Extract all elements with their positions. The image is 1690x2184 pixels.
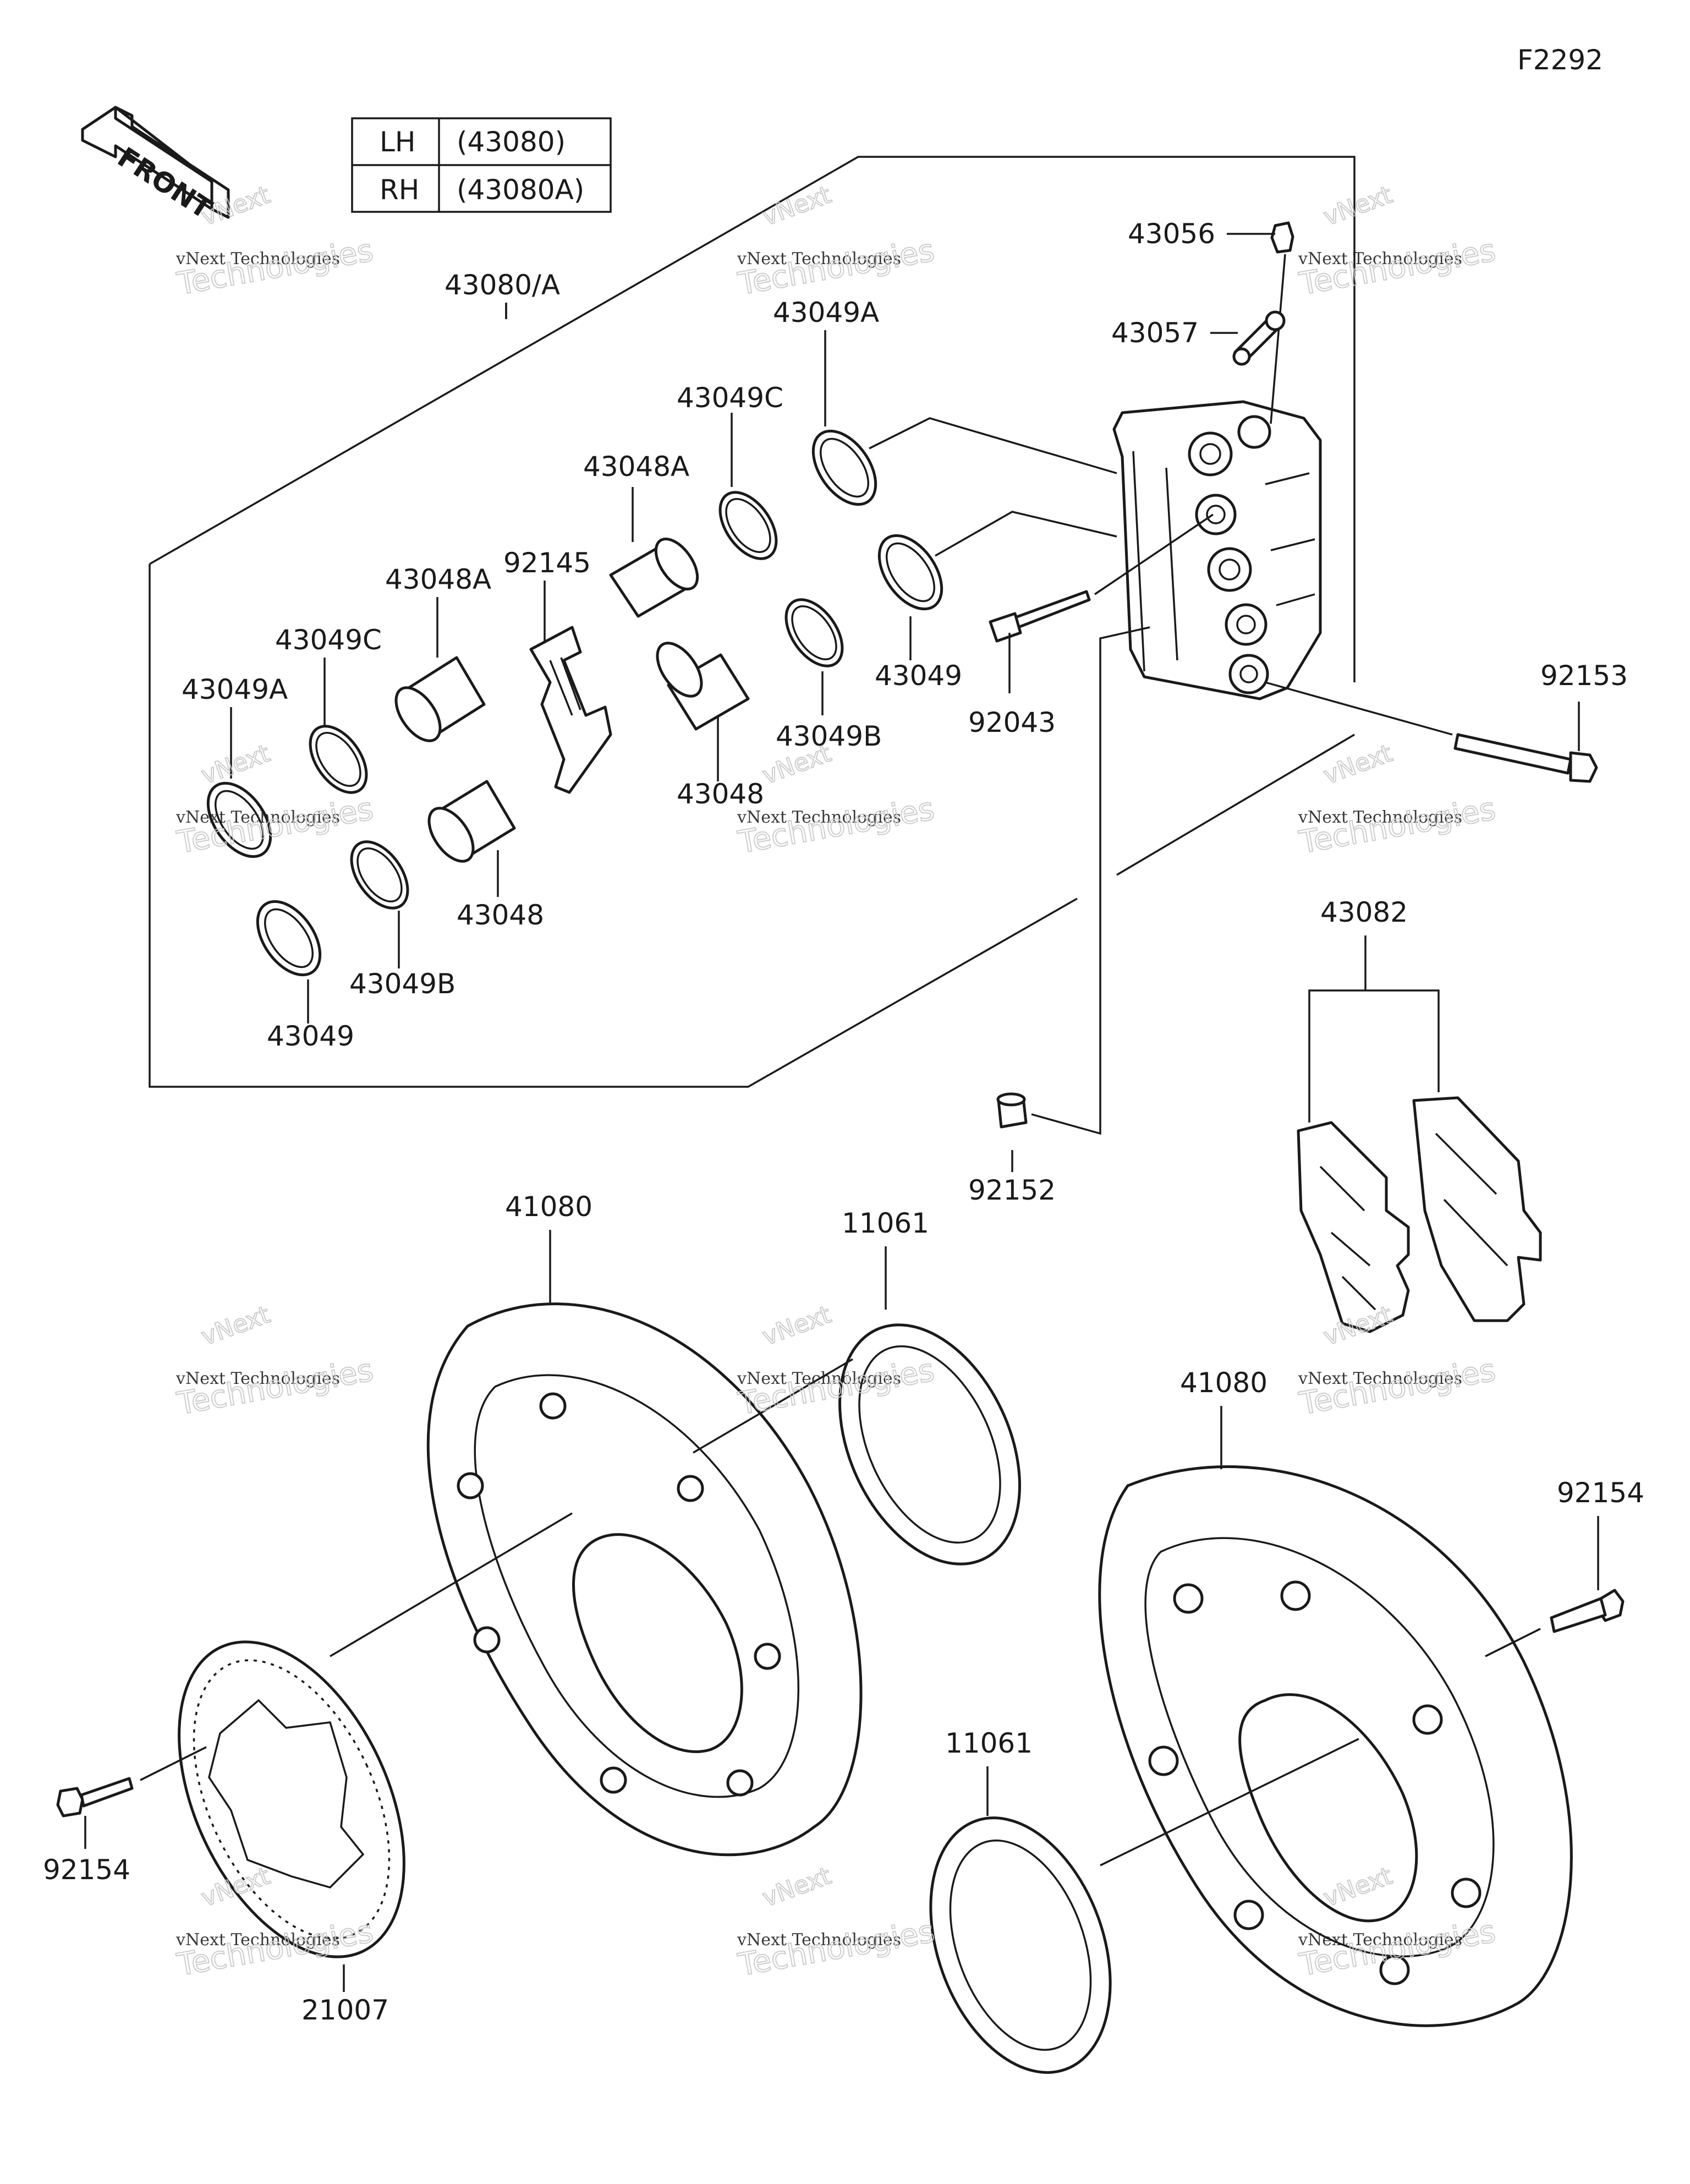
svg-text:vNext Technologies: vNext Technologies [175, 1369, 340, 1388]
svg-text:vNext Technologies: vNext Technologies [1298, 1369, 1462, 1388]
svg-text:Technologies: Technologies [1297, 1353, 1499, 1422]
figure-code: F2292 [1517, 44, 1603, 76]
svg-text:vNext: vNext [759, 1301, 835, 1351]
seal-43049A-top [811, 429, 877, 506]
svg-text:Technologies: Technologies [174, 1353, 376, 1422]
svg-text:vNext Technologies: vNext Technologies [737, 1369, 901, 1388]
svg-text:vNext: vNext [197, 1301, 273, 1351]
label-piston-left: 43048 [457, 899, 544, 931]
svg-text:vNext Technologies: vNext Technologies [1298, 808, 1462, 827]
svg-text:Technologies: Technologies [1297, 791, 1499, 861]
watermark: vNext vNext Technologies Technologies [735, 1862, 938, 1984]
svg-text:vNext Technologies: vNext Technologies [175, 808, 340, 827]
seal-43049-right [877, 534, 943, 611]
table-lh-part: (43080) [457, 126, 566, 158]
label-piston-a-left: 43048A [385, 563, 491, 595]
label-seal-a-left: 43049A [182, 674, 288, 705]
bleeder-valve [989, 513, 1214, 643]
label-disc-bolt-right: 92154 [1557, 1477, 1644, 1509]
table-lh-side: LH [380, 126, 415, 158]
svg-text:vNext Technologies: vNext Technologies [737, 808, 901, 827]
watermark: vNext vNext Technologies Technologies [735, 180, 938, 303]
seal-43049C-left [309, 725, 368, 794]
pad-spring [529, 626, 612, 794]
label-bleeder-cap: 43056 [1128, 218, 1215, 250]
svg-text:vNext: vNext [197, 740, 273, 790]
svg-text:Technologies: Technologies [174, 233, 376, 303]
seal-43049B-mid [784, 598, 844, 667]
variant-table: LH (43080) RH (43080A) [351, 117, 612, 213]
label-shim-bottom: 11061 [945, 1727, 1033, 1759]
svg-text:Technologies: Technologies [1297, 233, 1499, 303]
label-shim-top: 11061 [842, 1207, 929, 1239]
table-rh-part: (43080A) [457, 174, 584, 206]
watermark: vNext vNext Technologies Technologies [735, 739, 938, 862]
label-bleeder-link: 43057 [1111, 317, 1199, 349]
label-disc-right: 41080 [1180, 1367, 1268, 1399]
label-caliper-collar: 92152 [968, 1174, 1056, 1206]
shim-bottom [929, 1738, 1359, 2074]
watermark: vNext vNext Technologies Technologies [174, 1300, 377, 1423]
disc-bolt-right [1485, 1589, 1625, 1657]
seal-43049C-top [718, 491, 778, 560]
piston-43048A-top [609, 537, 699, 618]
label-pad-set: 43082 [1320, 896, 1408, 928]
watermark: vNext vNext Technologies Technologies [1296, 180, 1499, 303]
brake-pad-set [1297, 989, 1542, 1333]
svg-text:Technologies: Technologies [736, 791, 937, 861]
label-caliper-assy: 43080/A [445, 269, 560, 301]
svg-text:vNext: vNext [1320, 181, 1396, 232]
svg-text:vNext Technologies: vNext Technologies [1298, 249, 1462, 269]
piston-43048-mid [656, 642, 750, 731]
brake-disc-right [1098, 1465, 1573, 2027]
leader-lines [84, 233, 1599, 1992]
brake-disc-left [426, 1302, 863, 1857]
watermark: vNext vNext Technologies Technologies [1296, 739, 1499, 862]
disc-bolt-left [56, 1746, 207, 1818]
svg-text:Technologies: Technologies [174, 791, 376, 861]
part-labels: 43080/A 43056 43057 43049A 43049C 43048A… [43, 218, 1644, 2026]
caliper-body [1112, 400, 1322, 700]
abs-rotor [178, 1512, 573, 1958]
label-caliper-bolt: 92153 [1540, 660, 1628, 692]
svg-text:vNext: vNext [759, 181, 835, 232]
piston-43048-left [427, 780, 516, 863]
seal-43049B-left [350, 840, 409, 910]
svg-text:vNext Technologies: vNext Technologies [175, 249, 340, 269]
label-seal-c-top: 43049C [677, 382, 783, 414]
label-seal-a-top: 43049A [773, 297, 879, 329]
label-seal-b-left: 43049B [349, 968, 456, 1000]
label-disc-left: 41080 [505, 1191, 592, 1223]
caliper-collar [996, 626, 1150, 1135]
svg-text:Technologies: Technologies [736, 1914, 937, 1984]
bleeder-link [1232, 310, 1286, 366]
label-seal-b-mid: 43049B [776, 720, 882, 752]
label-seal-left: 43049 [267, 1020, 354, 1052]
seal-43049A-left [206, 781, 272, 858]
svg-text:vNext Technologies: vNext Technologies [1298, 1930, 1462, 1950]
label-seal-c-left: 43049C [275, 624, 382, 656]
label-disc-bolt-left: 92154 [43, 1854, 130, 1886]
svg-text:Technologies: Technologies [736, 233, 937, 303]
label-piston-a-top: 43048A [583, 451, 689, 483]
label-piston-mid: 43048 [677, 778, 764, 810]
caliper-assembly-frame [149, 156, 1356, 1088]
shim-top [693, 1323, 1021, 1566]
svg-text:vNext: vNext [759, 1862, 835, 1913]
svg-text:vNext Technologies: vNext Technologies [737, 1930, 901, 1950]
label-bleeder-valve: 92043 [968, 707, 1056, 738]
svg-text:vNext Technologies: vNext Technologies [175, 1930, 340, 1950]
svg-text:vNext: vNext [1320, 740, 1396, 790]
svg-text:vNext Technologies: vNext Technologies [737, 249, 901, 269]
seal-43049-left [256, 900, 322, 977]
bleeder-cap [1270, 221, 1294, 424]
caliper-bolt [1265, 681, 1598, 783]
piston-43048A-left [394, 656, 486, 742]
label-seal-right: 43049 [875, 660, 962, 692]
label-abs-rotor: 21007 [301, 1994, 389, 2026]
table-rh-side: RH [380, 174, 419, 206]
label-pad-spring: 92145 [503, 547, 591, 579]
